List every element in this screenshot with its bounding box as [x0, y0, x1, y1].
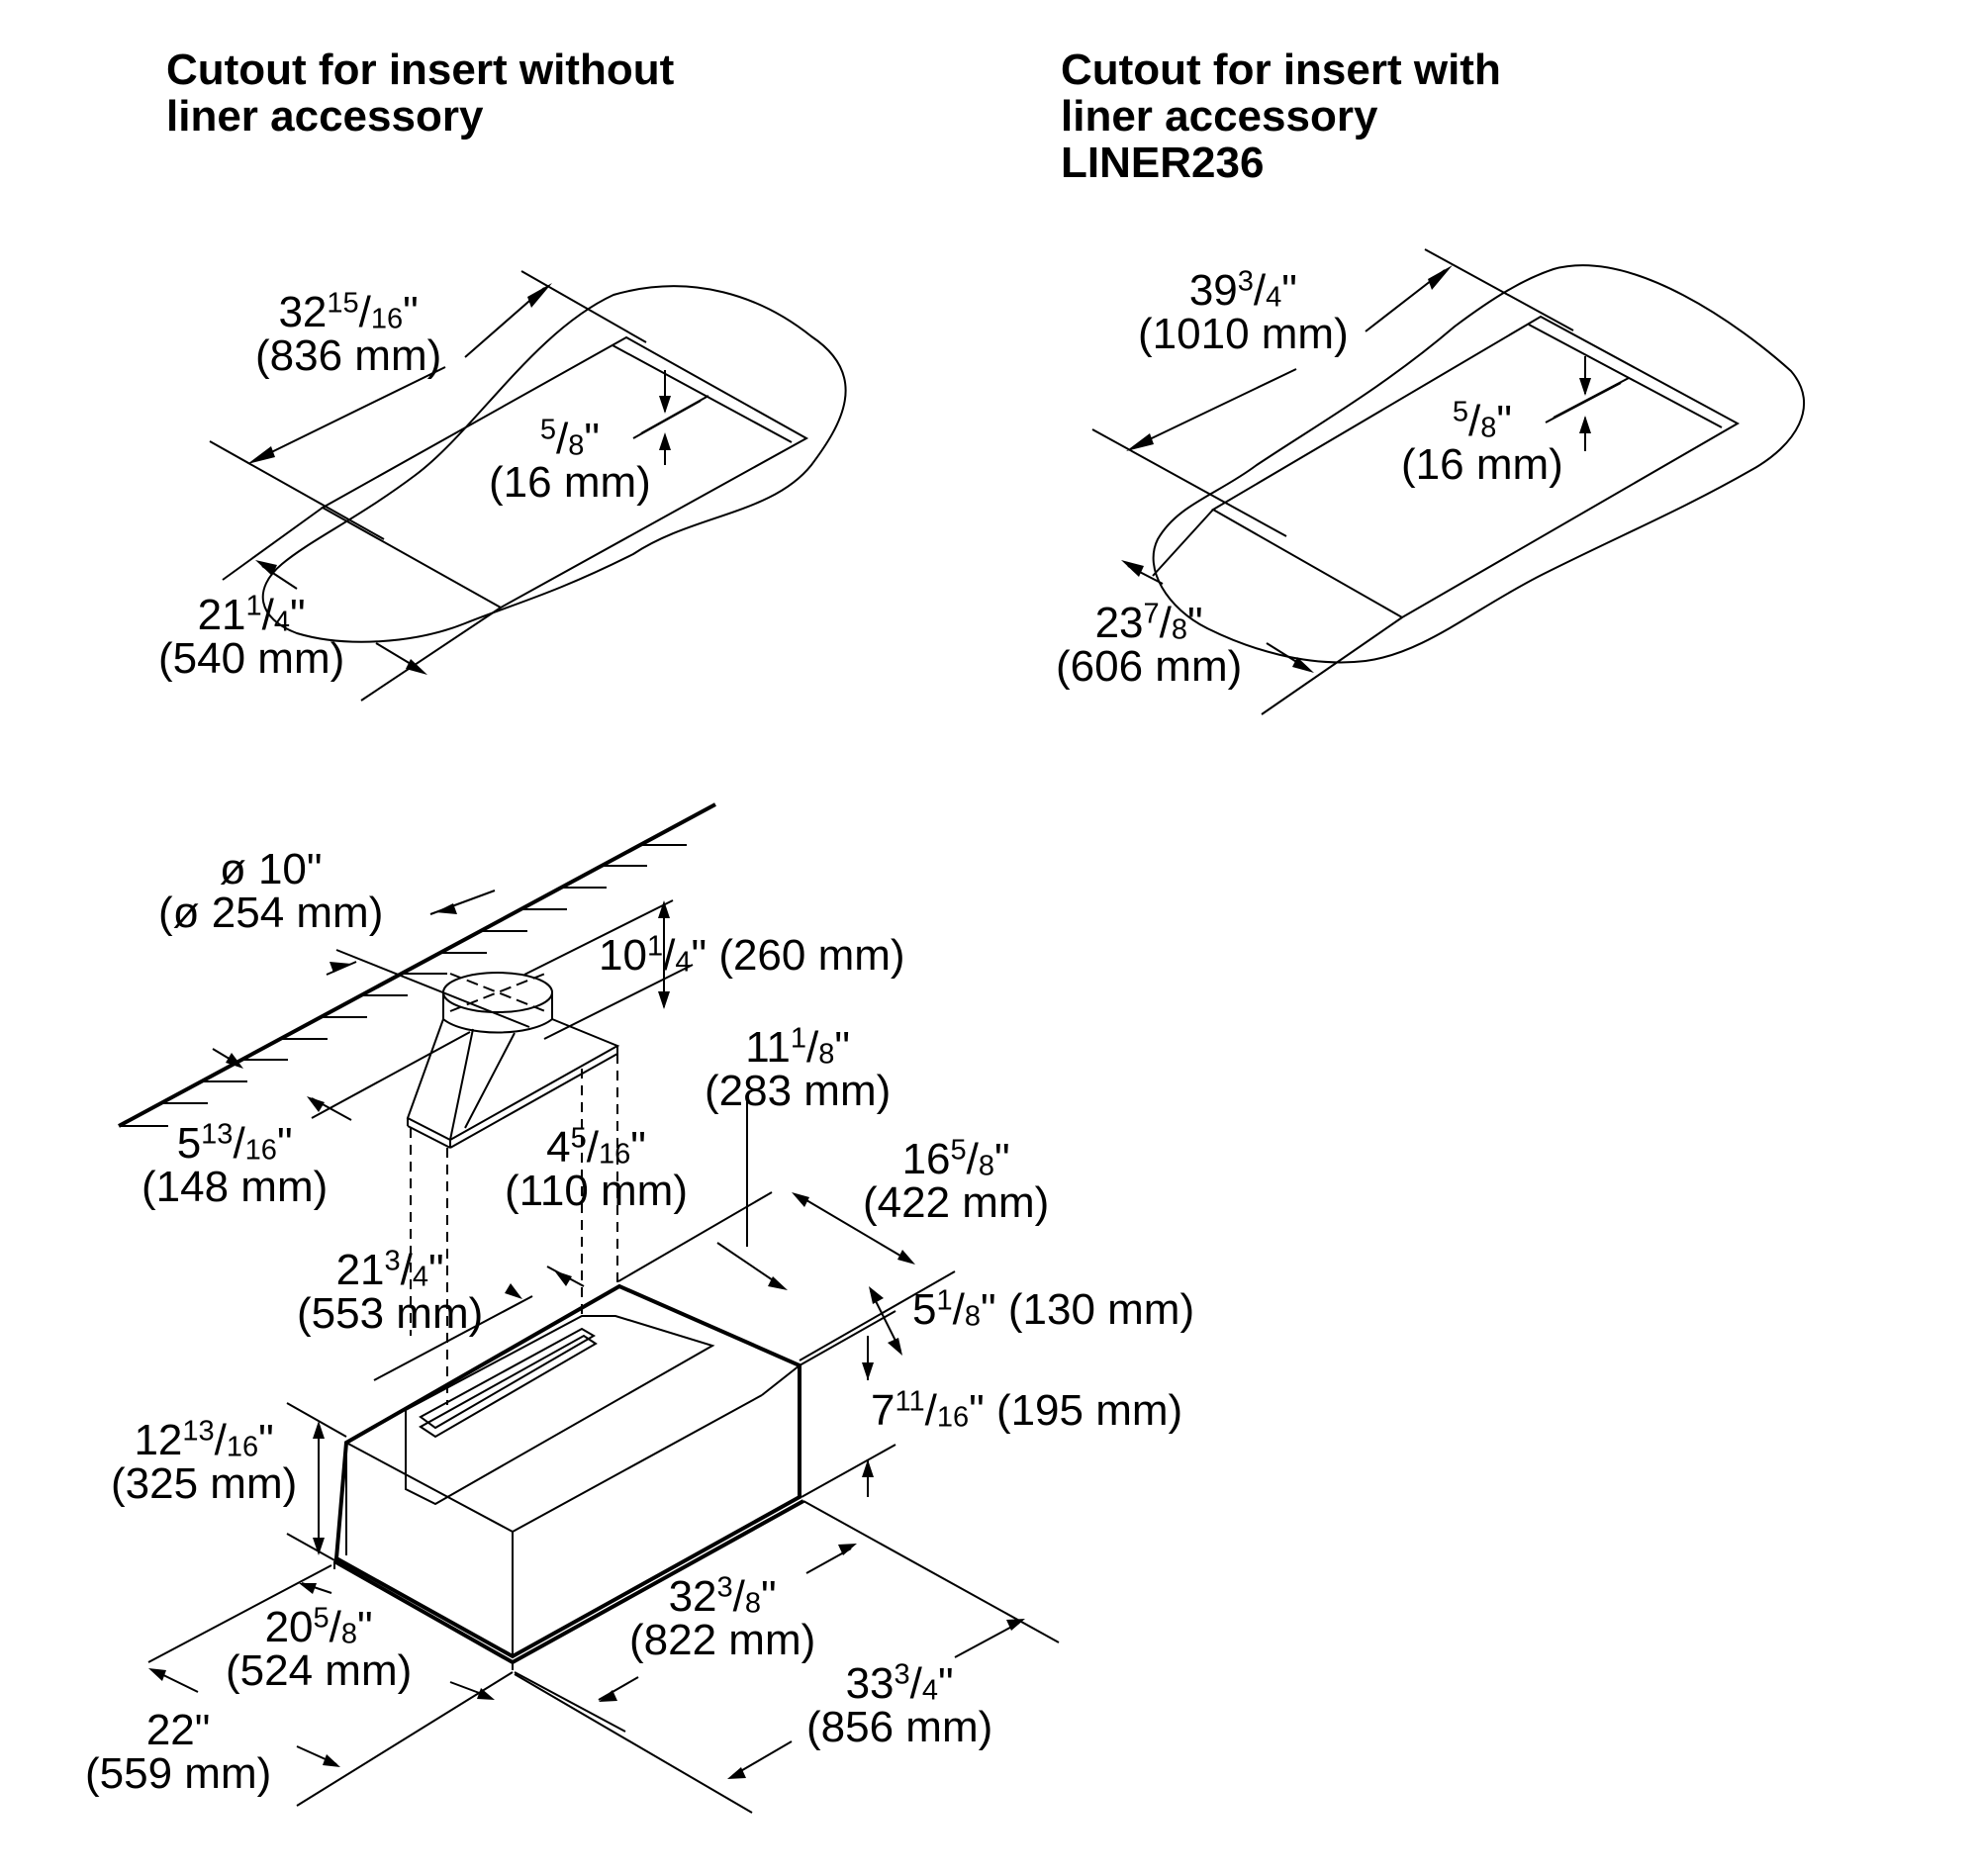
duct-collar-top [442, 972, 553, 1013]
title-line: liner accessory [1061, 92, 1378, 141]
label-body-depth: 205/8" (524 mm) [226, 1602, 413, 1695]
cutout-with-liner-drawing [1091, 248, 1806, 715]
label-liner-lip: 5/8" (16 mm) [1401, 396, 1563, 489]
title-line: Cutout for insert without [166, 46, 675, 94]
label-top-length: 213/4" (553 mm) [297, 1245, 484, 1338]
label-flange-depth: 22" (559 mm) [85, 1706, 272, 1798]
label-top-depth: 165/8" (422 mm) [863, 1134, 1050, 1227]
label-total-height: 1213/16" (325 mm) [111, 1415, 298, 1508]
title-line: Cutout for insert with [1061, 46, 1501, 94]
countertop-outline [261, 285, 847, 643]
cutout-without-liner-drawing [209, 270, 847, 702]
cutout-lip [612, 344, 793, 443]
label-duct-offset-front: 45/16" (110 mm) [505, 1122, 688, 1215]
title-line: liner accessory [166, 92, 484, 141]
label-duct-offset-side: 513/16" (148 mm) [141, 1118, 329, 1211]
label-duct-diameter: ø 10" (ø 254 mm) [158, 845, 384, 937]
label-body-length: 323/8" (822 mm) [629, 1571, 816, 1664]
title-line: LINER236 [1061, 139, 1265, 187]
insert-body-outline [333, 1283, 801, 1659]
label-duct-height: 101/4" (260 mm) [599, 930, 905, 980]
label-cutout-length: 3215/16" (836 mm) [255, 287, 442, 380]
wall-line [118, 802, 716, 1128]
label-liner-depth: 237/8" (606 mm) [1056, 598, 1243, 691]
cutout-lip [1528, 324, 1723, 428]
title-with-liner: Cutout for insert with liner accessory L… [1061, 47, 1501, 186]
label-back-offset: 111/8" (283 mm) [705, 1022, 892, 1115]
label-front-height: 711/16" (195 mm) [871, 1385, 1183, 1435]
countertop-outline [1152, 264, 1806, 664]
label-flange-length: 333/4" (856 mm) [806, 1658, 993, 1751]
label-upper-height: 51/8" (130 mm) [912, 1284, 1195, 1334]
label-liner-length: 393/4" (1010 mm) [1138, 265, 1349, 358]
label-cutout-lip: 5/8" (16 mm) [489, 414, 651, 507]
title-without-liner: Cutout for insert without liner accessor… [166, 47, 674, 140]
insert-drawing [118, 802, 1060, 1814]
wall-hatching [121, 844, 687, 1127]
label-cutout-depth: 211/4" (540 mm) [158, 590, 345, 683]
